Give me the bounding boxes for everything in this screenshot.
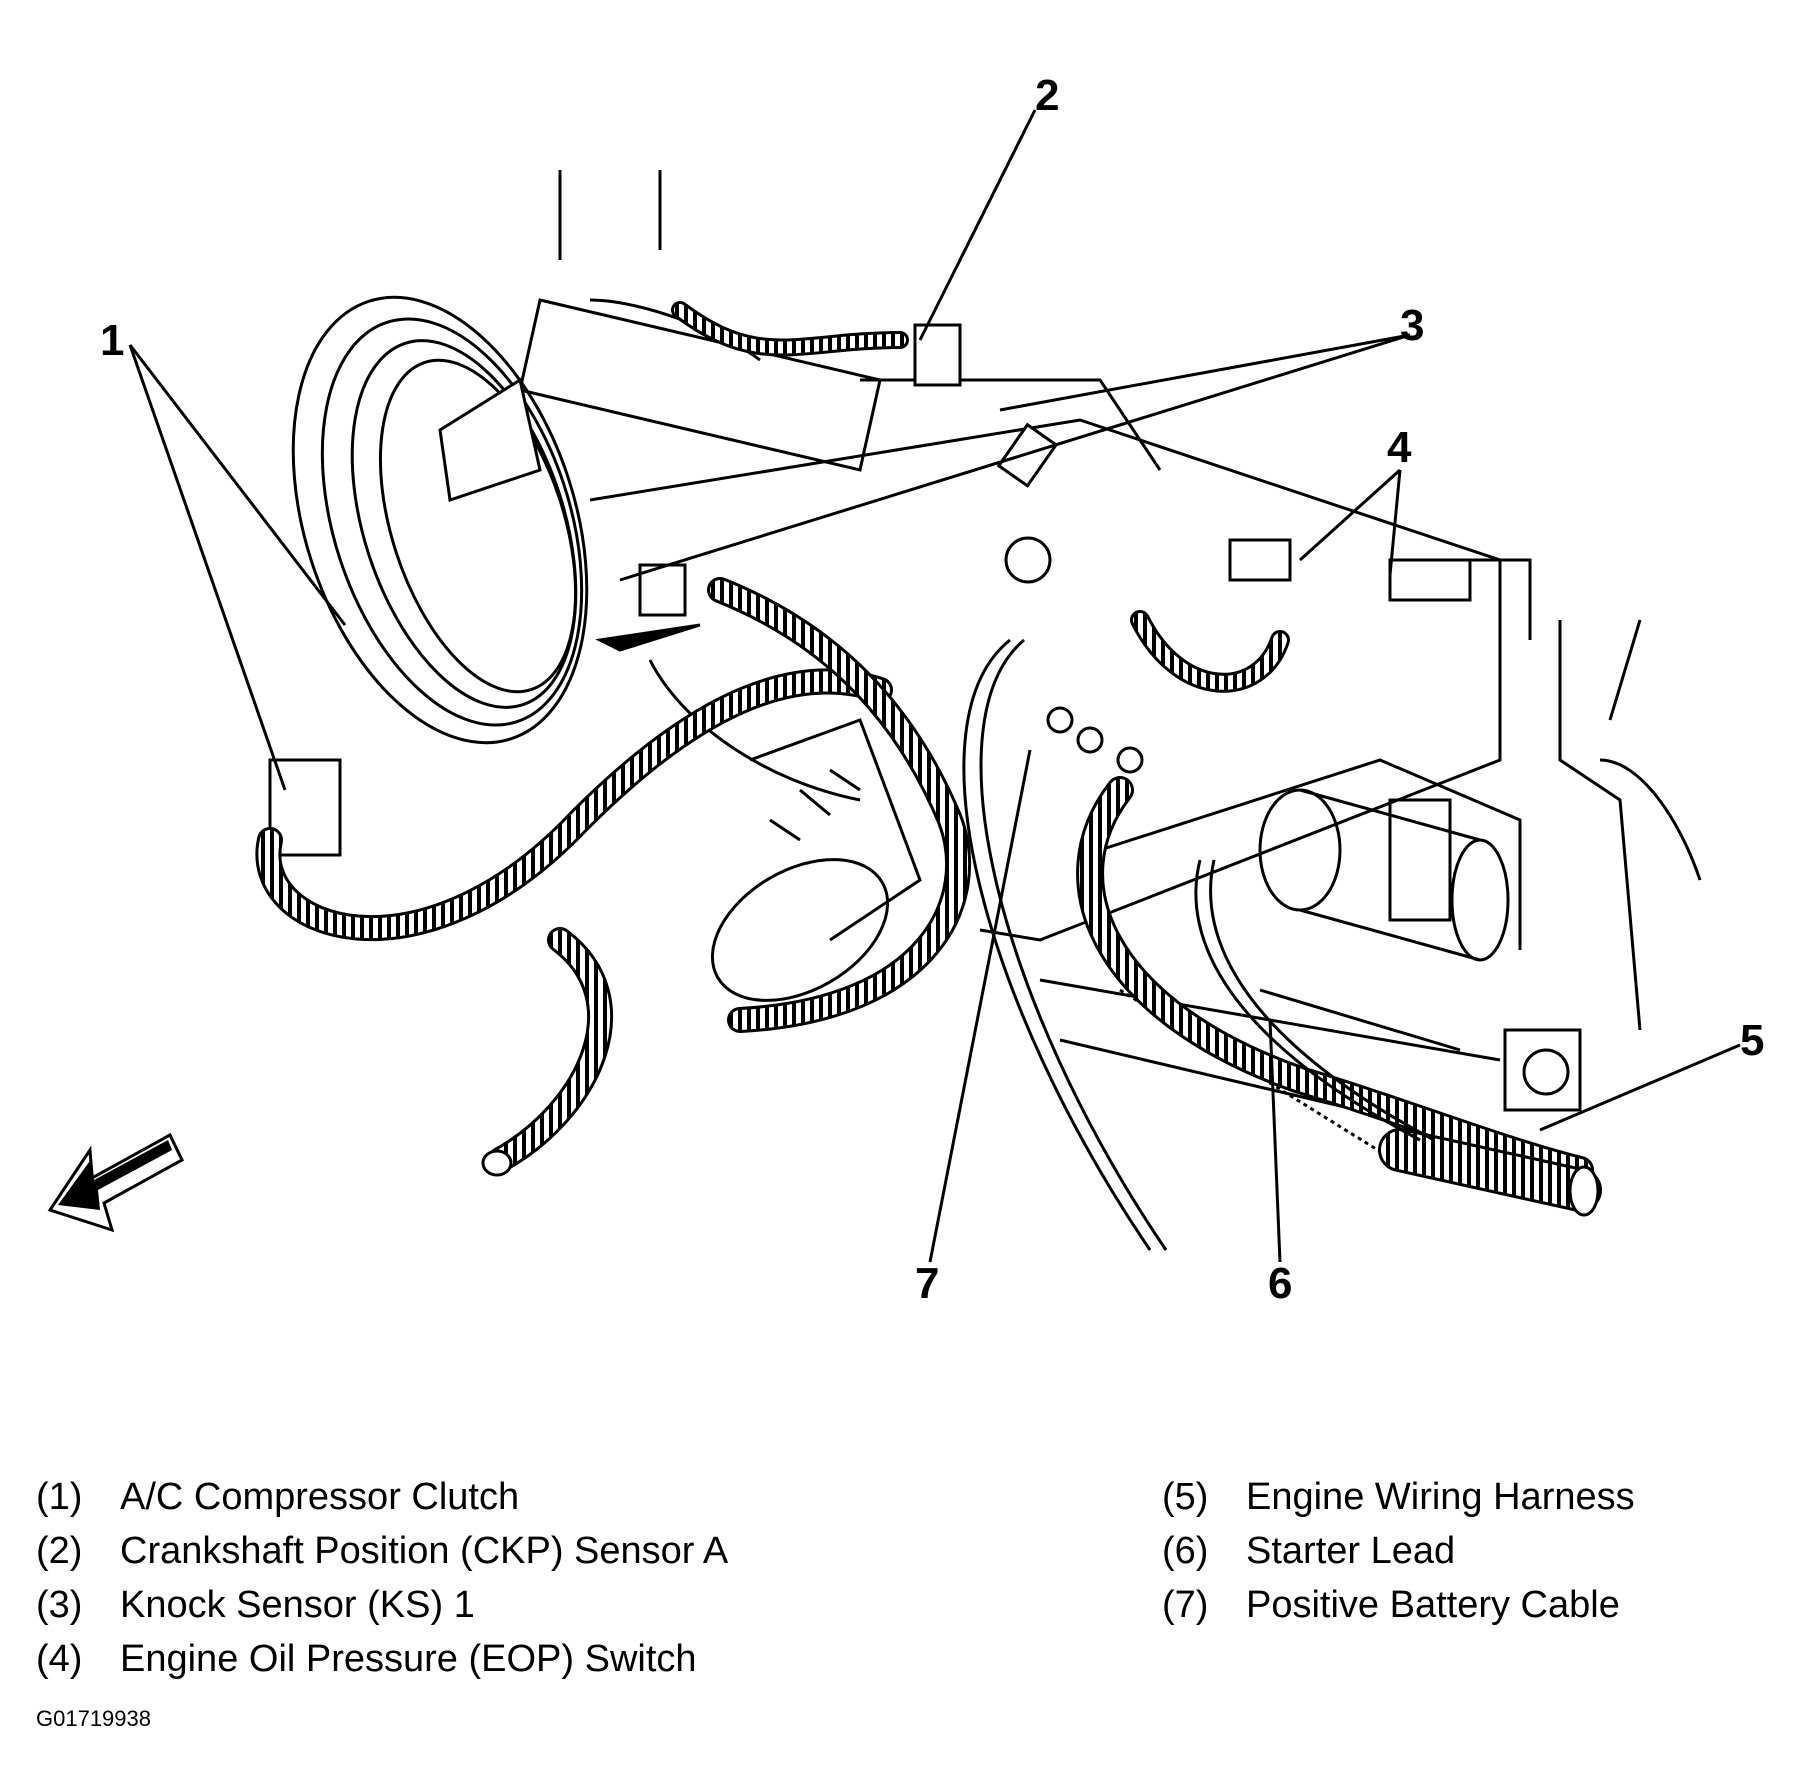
legend-number: (7)	[1162, 1584, 1209, 1626]
legend-item-3: (3) Knock Sensor (KS) 1	[36, 1578, 728, 1632]
engine-wiring-diagram: 1 2 3 4 5 6 7	[47, 71, 1764, 1308]
legend-item-4: (4) Engine Oil Pressure (EOP) Switch	[36, 1632, 728, 1686]
callout-4: 4	[1387, 423, 1412, 472]
legend-label: Engine Oil Pressure (EOP) Switch	[120, 1638, 697, 1680]
leader-lines	[128, 109, 1741, 1263]
legend-item-6: (6) Starter Lead	[1162, 1524, 1635, 1578]
callout-5: 5	[1740, 1016, 1764, 1065]
wiring-harness	[255, 301, 1602, 1217]
legend-left-column: (1) A/C Compressor Clutch (2) Crankshaft…	[36, 1470, 728, 1686]
callout-2: 2	[1035, 71, 1059, 120]
callout-3: 3	[1400, 301, 1424, 350]
legend-label: Positive Battery Cable	[1246, 1584, 1620, 1626]
legend-item-1: (1) A/C Compressor Clutch	[36, 1470, 728, 1524]
legend-number: (2)	[36, 1530, 83, 1572]
callout-7: 7	[915, 1259, 939, 1308]
legend-right-column: (5) Engine Wiring Harness (6) Starter Le…	[1162, 1470, 1635, 1632]
legend-number: (5)	[1162, 1476, 1209, 1518]
legend-item-2: (2) Crankshaft Position (CKP) Sensor A	[36, 1524, 728, 1578]
legend-label: Starter Lead	[1246, 1530, 1456, 1572]
front-direction-arrow	[47, 1132, 184, 1233]
engine-block	[589, 378, 1702, 1172]
ac-compressor	[291, 170, 882, 802]
legend-number: (4)	[36, 1638, 83, 1680]
figure-id: G01719938	[36, 1706, 151, 1731]
legend-label: Engine Wiring Harness	[1246, 1476, 1635, 1518]
callout-6: 6	[1268, 1259, 1292, 1308]
sensors	[268, 323, 1472, 857]
legend-label: A/C Compressor Clutch	[120, 1476, 520, 1518]
starter-motor	[1258, 788, 1510, 1052]
legend-label: Crankshaft Position (CKP) Sensor A	[120, 1530, 729, 1572]
cables	[962, 638, 1435, 1251]
callout-numbers: 1 2 3 4 5 6 7	[100, 71, 1764, 1308]
callout-1: 1	[100, 316, 124, 365]
legend-item-5: (5) Engine Wiring Harness	[1162, 1470, 1635, 1524]
legend-number: (6)	[1162, 1530, 1209, 1572]
legend-label: Knock Sensor (KS) 1	[120, 1584, 475, 1626]
legend-item-7: (7) Positive Battery Cable	[1162, 1578, 1635, 1632]
ks-connector	[638, 563, 687, 617]
legend-number: (3)	[36, 1584, 83, 1626]
eop-switch	[1388, 558, 1472, 602]
legend-number: (1)	[36, 1476, 83, 1518]
oil-filter-housing	[710, 718, 922, 1002]
